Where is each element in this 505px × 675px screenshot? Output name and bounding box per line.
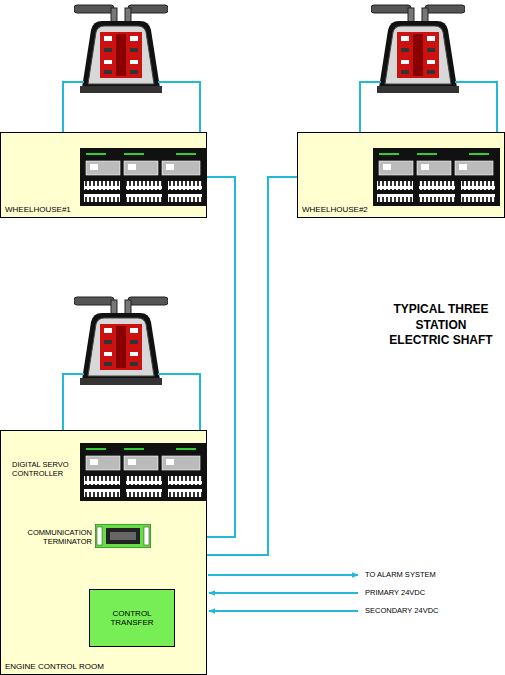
station-name: WHEELHOUSE#2: [302, 205, 368, 214]
station-name: WHEELHOUSE#1: [5, 205, 71, 214]
signal-cable: [207, 177, 235, 537]
transfer-box: CONTROL TRANSFER: [89, 589, 175, 647]
signal-label: SECONDARY 24VDC: [365, 607, 485, 616]
diagram-title: TYPICAL THREE STATION ELECTRIC SHAFT: [385, 302, 497, 349]
station-name: ENGINE CONTROL ROOM: [5, 662, 104, 671]
signal-label: PRIMARY 24VDC: [365, 589, 485, 598]
external-wiring: [208, 575, 358, 611]
signal-label: TO ALARM SYSTEM: [365, 571, 485, 580]
component-label: DIGITAL SERVO CONTROLLER: [12, 461, 76, 478]
station-box: WHEELHOUSE#1: [0, 132, 207, 218]
signal-cable: [207, 177, 297, 555]
component-label: COMMUNICATION TERMINATOR: [4, 529, 92, 546]
box-label: CONTROL TRANSFER: [110, 609, 154, 627]
station-box: WHEELHOUSE#2: [297, 132, 505, 218]
